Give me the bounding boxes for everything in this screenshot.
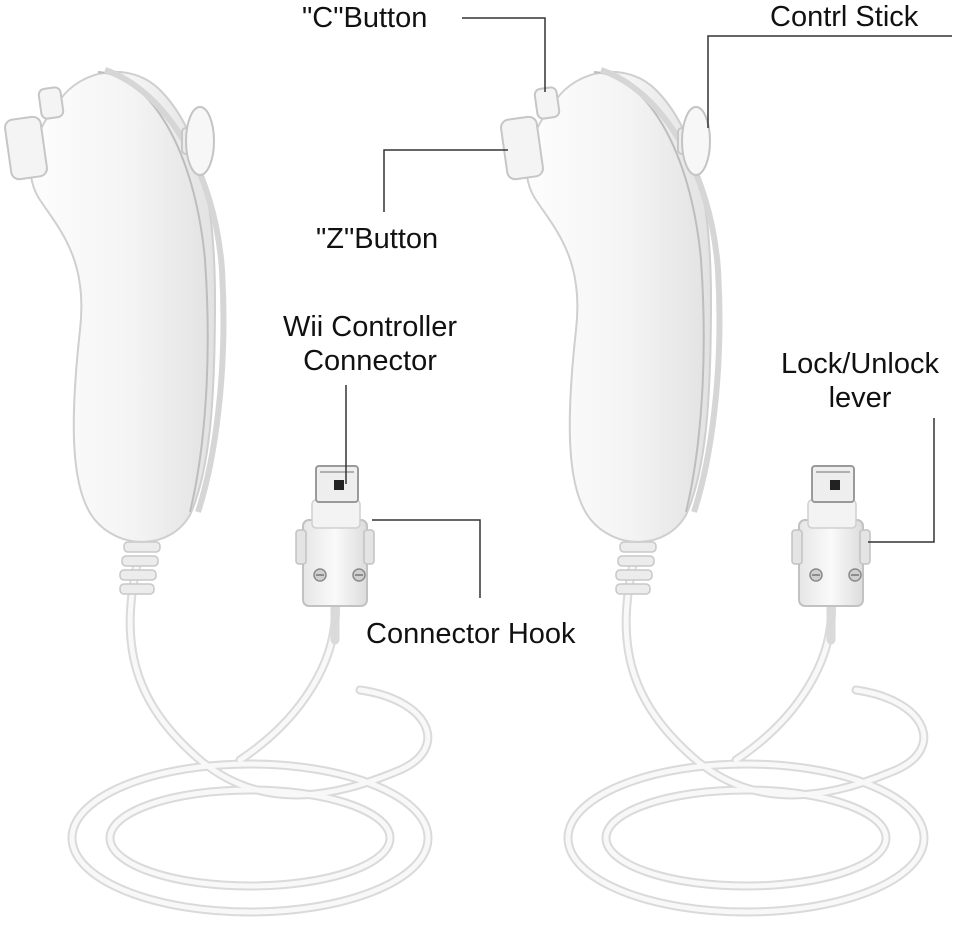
label-wii-connector: Wii Controller Connector (250, 310, 490, 378)
label-lock-lever-line1: Lock/Unlock (781, 348, 939, 380)
label-control-stick: Contrl Stick (770, 1, 919, 33)
c-button-left (37, 86, 65, 120)
nunchuk-left (4, 67, 433, 917)
connector-plug-right (791, 465, 871, 645)
leader-lines (345, 17, 952, 598)
z-button-left (4, 115, 48, 181)
label-wii-connector-line2: Connector (303, 345, 437, 377)
connector-plug-left (295, 465, 375, 645)
label-wii-connector-line1: Wii Controller (282, 311, 458, 343)
label-connector-hook: Connector Hook (366, 618, 576, 650)
label-lock-lever: Lock/Unlock lever (760, 347, 960, 415)
label-c-button: "C"Button (302, 2, 428, 34)
leader-connector-hook (372, 519, 481, 598)
leader-control-stick (707, 35, 952, 128)
control-stick-right (677, 106, 711, 176)
z-button-right (500, 115, 544, 181)
label-z-button: "Z"Button (316, 223, 439, 255)
strain-relief-right (615, 541, 657, 595)
nunchuk-right (500, 67, 929, 917)
leader-z-button (383, 149, 508, 212)
c-button-right (533, 86, 561, 120)
label-lock-lever-line2: lever (828, 382, 892, 414)
leader-c-button (462, 17, 546, 92)
leader-lock-lever (868, 418, 935, 543)
control-stick-left (181, 106, 215, 176)
nunchuk-body-left (29, 70, 217, 543)
nunchuk-body-right (525, 70, 713, 543)
strain-relief-left (119, 541, 161, 595)
